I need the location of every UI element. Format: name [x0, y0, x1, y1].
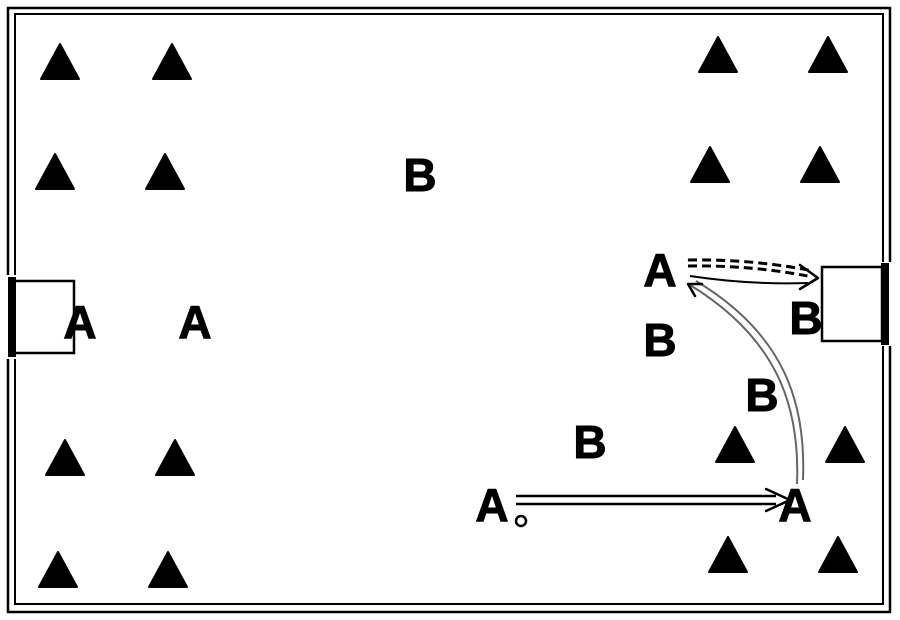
ball-icon: [514, 514, 528, 528]
cone-icon: [35, 153, 75, 190]
right-goal-icon: [820, 262, 893, 346]
cone-icon: [818, 536, 858, 573]
field-outer-border: [6, 6, 892, 614]
player-a-with-ball: A: [475, 479, 508, 531]
run-arrow-icon: [686, 280, 805, 485]
cone-icon: [698, 36, 738, 73]
player-b-center: B: [573, 416, 606, 468]
cone-icon: [825, 426, 865, 463]
cone-icon: [38, 551, 78, 588]
cone-icon: [708, 536, 748, 573]
cone-icon: [690, 146, 730, 183]
player-a-left-goal: A: [63, 296, 96, 348]
cone-icon: [145, 153, 185, 190]
player-b-top-center: B: [403, 149, 436, 201]
player-a-right-upper: A: [643, 244, 676, 296]
dribble-arrow-icon: [687, 258, 820, 291]
cone-icon: [155, 439, 195, 476]
player-a-left: A: [178, 296, 211, 348]
cone-icon: [45, 439, 85, 476]
player-a-right-bottom: A: [778, 479, 811, 531]
player-b-right-middle: B: [745, 369, 778, 421]
field-inner-border: [14, 13, 884, 605]
cone-icon: [148, 551, 188, 588]
player-b-right-goal: B: [789, 292, 822, 344]
cone-icon: [800, 146, 840, 183]
player-b-right-upper: B: [643, 314, 676, 366]
cone-icon: [40, 43, 80, 80]
left-goal-icon: [5, 275, 76, 359]
cone-icon: [152, 43, 192, 80]
pass-arrow-icon: [516, 487, 792, 513]
cone-icon: [808, 36, 848, 73]
cone-icon: [715, 426, 755, 463]
